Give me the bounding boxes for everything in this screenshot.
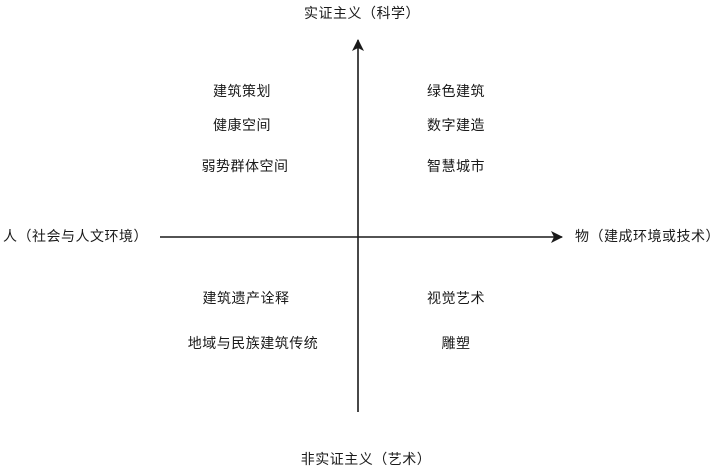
- topic-green-building: 绿色建筑: [427, 84, 485, 100]
- topic-regional-ethnic-tradition: 地域与民族建筑传统: [187, 336, 319, 352]
- topic-heritage-interpretation: 建筑遗产诠释: [202, 291, 290, 307]
- topic-smart-city: 智慧城市: [427, 159, 485, 175]
- topic-digital-construction: 数字建造: [427, 118, 485, 134]
- topic-visual-art: 视觉艺术: [427, 291, 485, 307]
- topic-architectural-programming: 建筑策划: [213, 84, 271, 100]
- axis-label-right: 物（建成环境或技术）: [575, 229, 720, 245]
- topic-sculpture: 雕塑: [441, 336, 471, 352]
- axis-label-left: 人（社会与人文环境）: [3, 229, 148, 245]
- topic-healthy-space: 健康空间: [213, 118, 271, 134]
- axis-label-top: 实证主义（科学）: [304, 6, 420, 22]
- topic-vulnerable-group-space: 弱势群体空间: [201, 159, 289, 175]
- axis-label-bottom: 非实证主义（艺术）: [300, 452, 432, 468]
